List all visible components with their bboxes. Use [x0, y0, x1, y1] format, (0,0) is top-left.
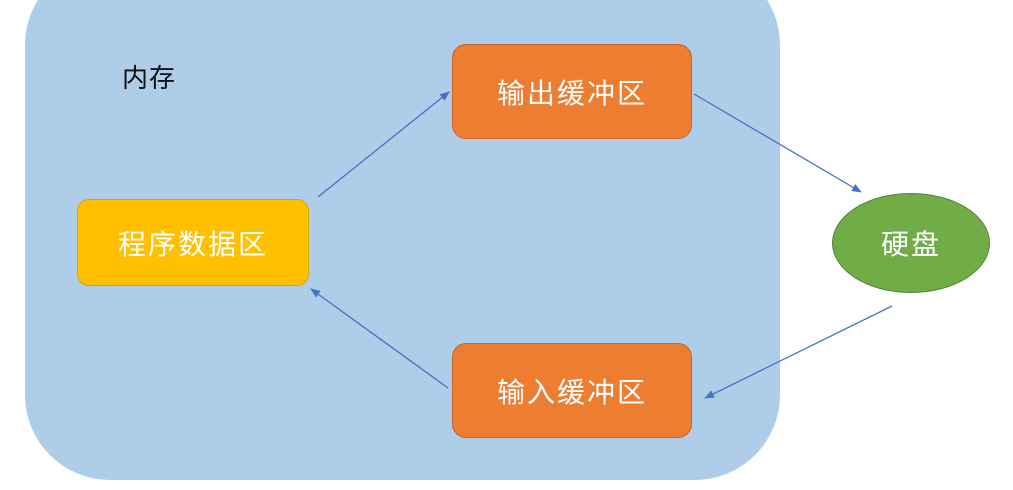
input-buffer-box: 输入缓冲区 — [452, 343, 692, 438]
output-buffer-box: 输出缓冲区 — [452, 44, 692, 139]
memory-label: 内存 — [122, 64, 177, 94]
program-data-box: 程序数据区 — [77, 199, 309, 286]
disk-node: 硬盘 — [832, 193, 990, 293]
